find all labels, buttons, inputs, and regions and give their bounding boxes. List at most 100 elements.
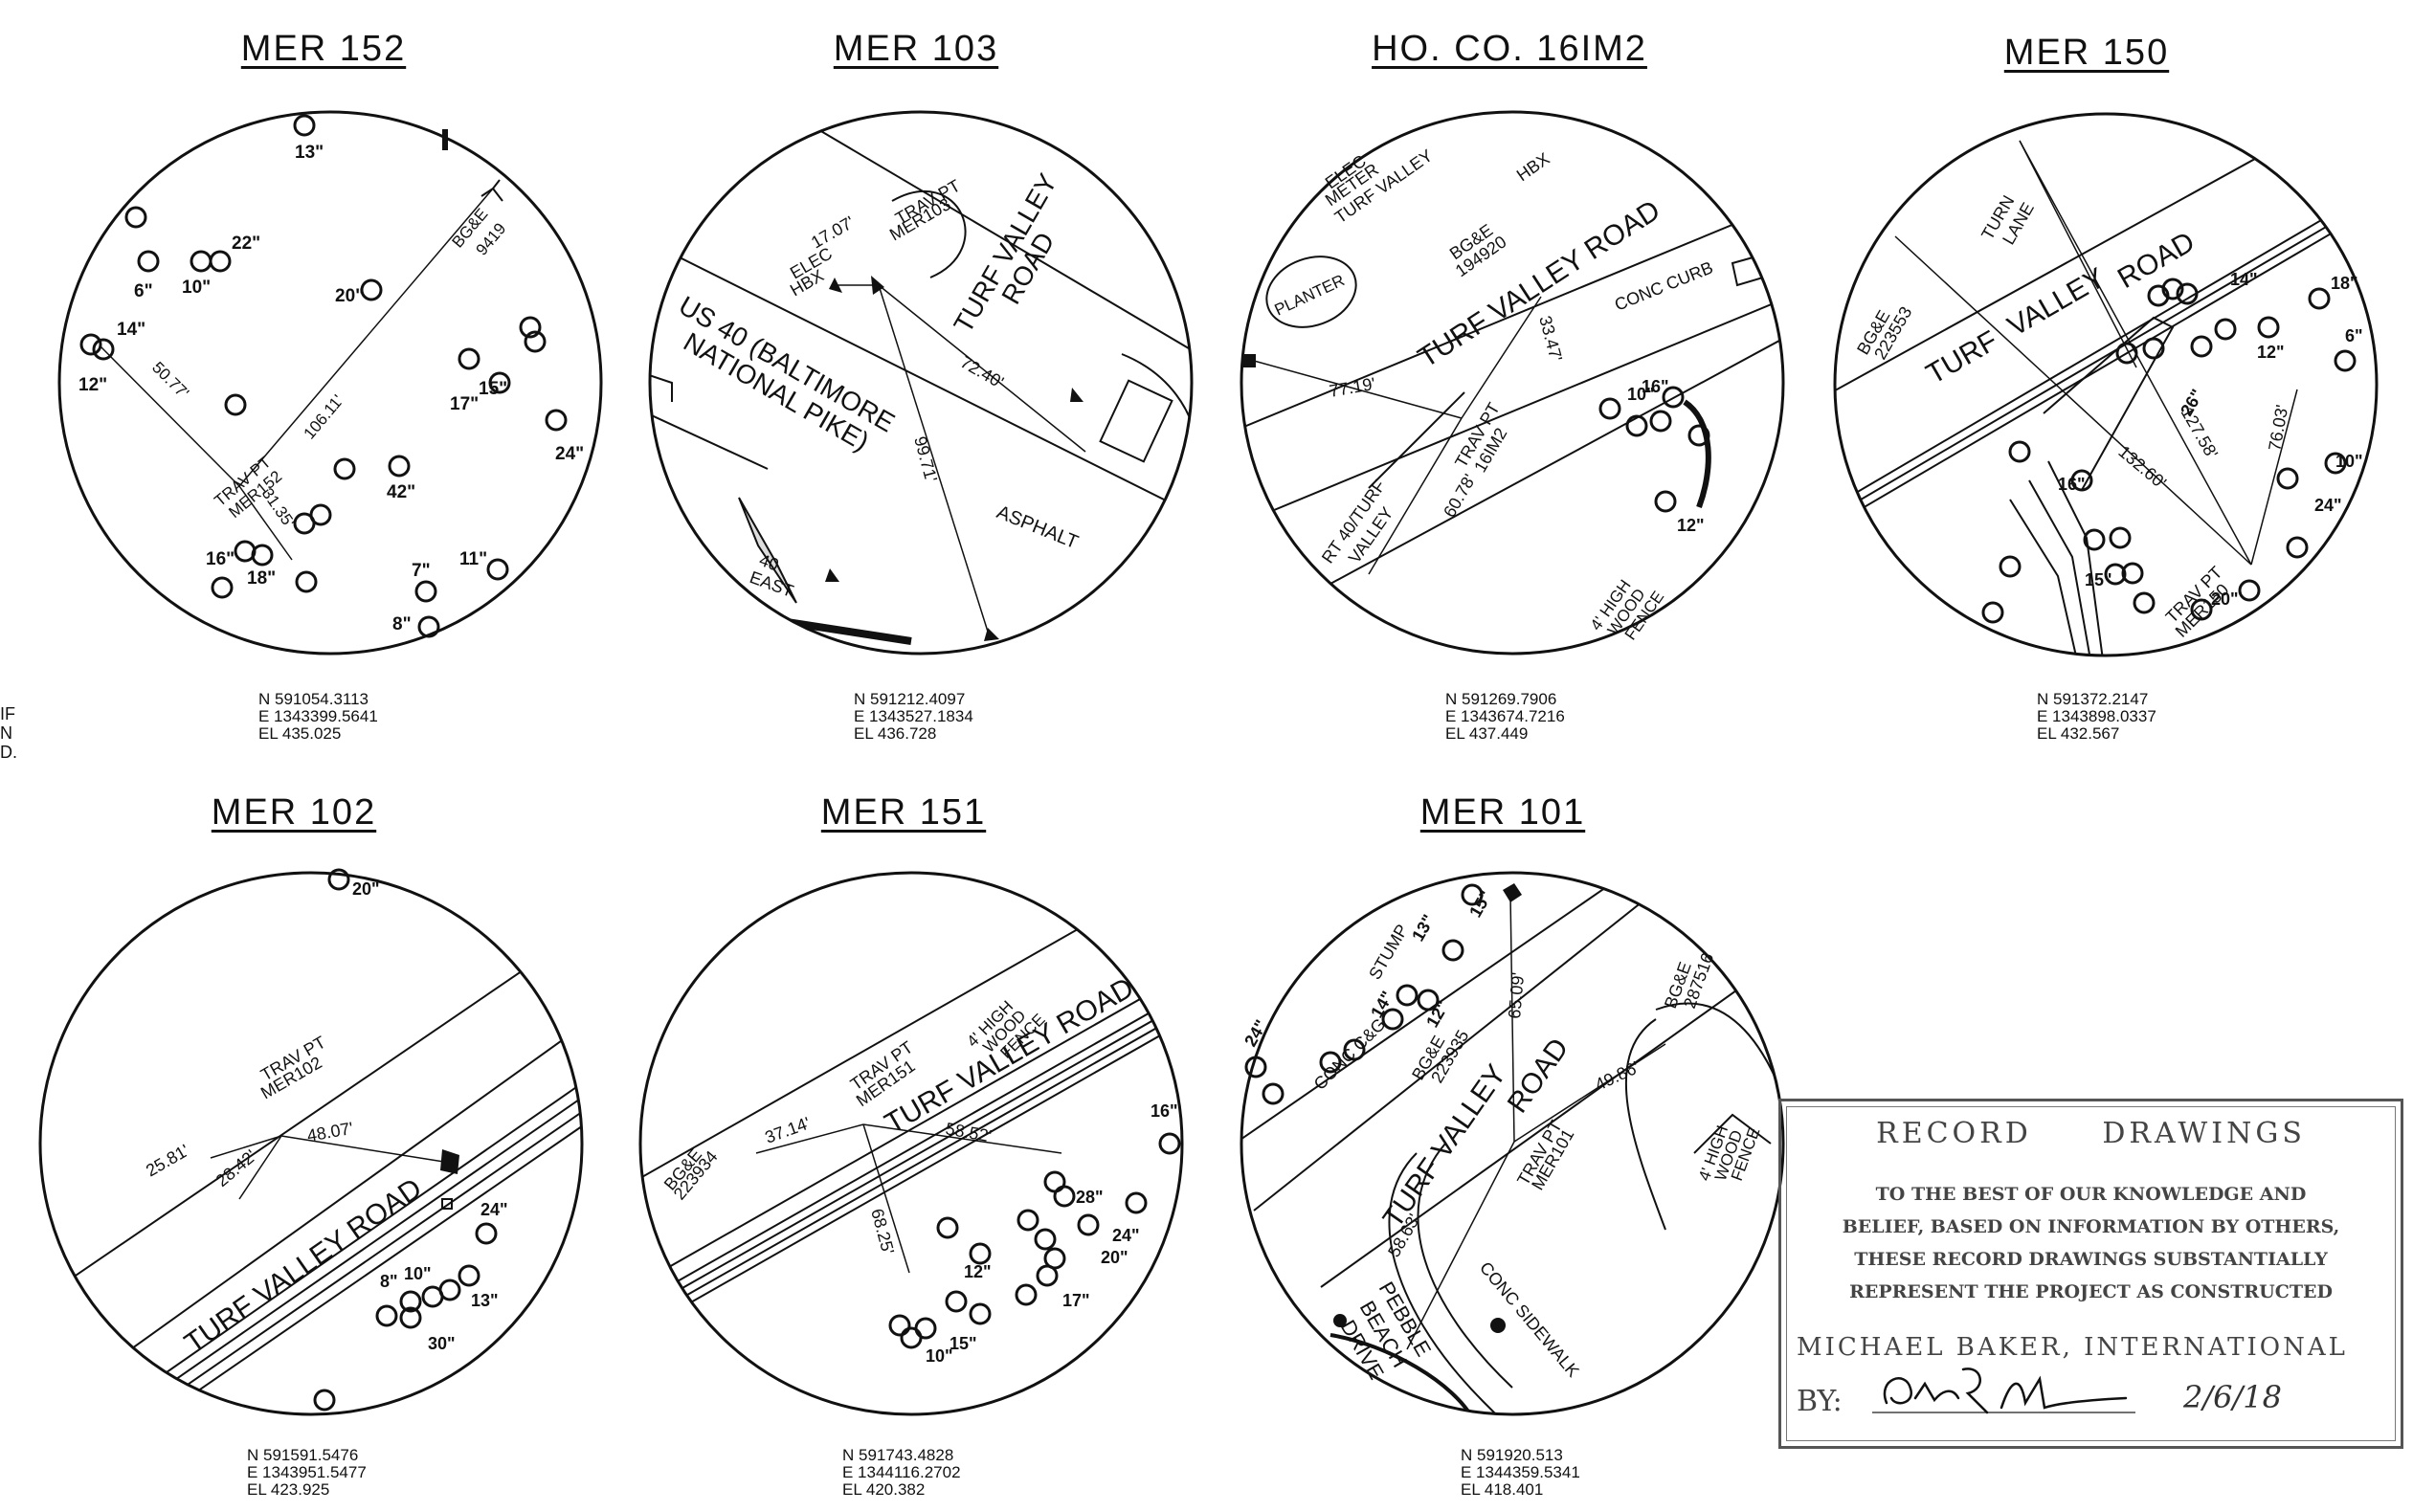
- tree-size-label: 20": [1101, 1248, 1128, 1267]
- tree-size-label: 24": [1112, 1226, 1140, 1245]
- panel-title-mer152: MER 152: [240, 29, 407, 69]
- panel-title-mer102: MER 102: [211, 792, 377, 833]
- tree-size-label: 7": [412, 561, 431, 581]
- tree-size-label: 12": [78, 375, 107, 395]
- tree-size-label: 24": [2314, 496, 2342, 515]
- coords-hoco16im2: N 591269.7906 E 1343674.7216 EL 437.449: [1445, 691, 1565, 743]
- label-planter: PLANTER: [1272, 271, 1348, 319]
- tree-size-label: 13": [471, 1291, 499, 1310]
- edge-note-line: IF: [0, 704, 15, 723]
- label-street: TURF VALLEY ROAD: [1413, 194, 1666, 374]
- elevation: EL 432.567: [2037, 724, 2120, 743]
- label-distance: 68.25': [867, 1207, 898, 1256]
- elevation: EL 436.728: [854, 724, 937, 743]
- tree-size-label: 12": [964, 1262, 992, 1281]
- elevation: EL 437.449: [1445, 724, 1529, 743]
- tree-size-label: 18": [2331, 274, 2358, 293]
- northing: N 591372.2147: [2037, 690, 2149, 708]
- stamp-date: 2/6/18: [2183, 1379, 2282, 1415]
- tree-size-label: 24": [555, 444, 584, 464]
- stamp-title: RECORD DRAWINGS: [1876, 1117, 2306, 1150]
- elevation: EL 435.025: [258, 724, 342, 743]
- detail-circle-mer103: TRAV PT MER103 17.07' ELEC HBX TURF VALL…: [648, 110, 1194, 656]
- label-street: TURF VALLEY: [1377, 1059, 1512, 1234]
- stamp-statement-line: REPRESENT THE PROJECT AS CONSTRUCTED: [1849, 1281, 2333, 1302]
- label-curb: CONC CURB: [1612, 257, 1716, 314]
- tree-size-label: 28": [1076, 1188, 1104, 1207]
- label-distance: 60.78': [1440, 471, 1480, 521]
- label-street: VALLEY: [2002, 262, 2111, 343]
- stamp-firm-name: MICHAEL BAKER, INTERNATIONAL: [1797, 1333, 2348, 1362]
- stamp-statement-line: THESE RECORD DRAWINGS SUBSTANTIALLY: [1854, 1249, 2328, 1270]
- label-surface: ASPHALT: [994, 501, 1081, 553]
- tree-size-label: 15": [1465, 887, 1496, 921]
- tree-size-label: 10": [182, 278, 211, 298]
- label-distance: 50.77': [148, 358, 192, 402]
- tree-size-label: 11": [459, 549, 487, 569]
- label-distance: 106.11': [301, 391, 347, 443]
- northing: N 591920.513: [1461, 1446, 1563, 1464]
- panel-title-mer151: MER 151: [820, 792, 987, 833]
- tree-size-label: 20": [2211, 589, 2239, 609]
- label-hbx: HBX: [1513, 149, 1553, 186]
- label-distance: 77.19': [1328, 374, 1376, 401]
- handwritten-signature: [1872, 1367, 2135, 1414]
- coords-mer152: N 591054.3113 E 1343399.5641 EL 435.025: [258, 691, 378, 743]
- label-stump: STUMP: [1365, 921, 1412, 983]
- tree-size-label: 20": [352, 879, 380, 899]
- easting: E 1344116.2702: [842, 1463, 961, 1481]
- stamp-statement: TO THE BEST OF OUR KNOWLEDGE AND BELIEF,…: [1789, 1178, 2393, 1308]
- easting: E 1343898.0337: [2037, 707, 2156, 725]
- label-distance: 58.52': [944, 1119, 993, 1145]
- tree-size-label: 13": [1408, 911, 1439, 945]
- easting: E 1343951.5477: [247, 1463, 367, 1481]
- stamp-statement-line: TO THE BEST OF OUR KNOWLEDGE AND: [1875, 1184, 2307, 1205]
- panel-title-mer103: MER 103: [833, 29, 999, 69]
- northing: N 591591.5476: [247, 1446, 359, 1464]
- tree-size-label: 17": [1062, 1291, 1090, 1310]
- detail-circle-mer102: TRAV PT MER102 25.81' 28.42' 48.07' TURF…: [38, 868, 584, 1416]
- stamp-by-label: BY:: [1797, 1385, 1843, 1418]
- label-distance: 72.40': [957, 352, 1007, 392]
- coords-mer103: N 591212.4097 E 1343527.1834 EL 436.728: [854, 691, 973, 743]
- panel-title-mer150: MER 150: [2003, 33, 2170, 73]
- tree-size-label: 15": [479, 379, 507, 399]
- detail-circle-hoco16im2: ELEC METER TURF VALLEY HBX BG&E 194920 T…: [1240, 110, 1785, 656]
- northing: N 591054.3113: [258, 690, 369, 708]
- tree-size-label: 8": [392, 614, 412, 634]
- coords-mer102: N 591591.5476 E 1343951.5477 EL 423.925: [247, 1447, 367, 1499]
- tree-size-label: 12": [1677, 516, 1705, 535]
- tree-size-label: 16": [2058, 475, 2086, 494]
- tree-size-label: 30": [428, 1334, 456, 1353]
- tree-size-label: 14": [2230, 270, 2258, 289]
- coords-mer150: N 591372.2147 E 1343898.0337 EL 432.567: [2037, 691, 2156, 743]
- tree-size-label: 13": [295, 143, 324, 163]
- easting: E 1343399.5641: [258, 707, 378, 725]
- label-distance: 76.03': [2265, 403, 2291, 452]
- label-distance: 28.42': [212, 1146, 260, 1190]
- northing: N 591743.4828: [842, 1446, 954, 1464]
- tree-size-label: 6": [134, 281, 153, 301]
- edge-note-clipped: IF N D.: [0, 704, 29, 762]
- easting: E 1343527.1834: [854, 707, 973, 725]
- label-street: TURF VALLEY ROAD: [179, 1172, 428, 1360]
- elevation: EL 420.382: [842, 1480, 926, 1499]
- tree-size-label: 10": [2335, 452, 2363, 471]
- label-sidewalk: CONC SIDEWALK: [1476, 1258, 1583, 1381]
- label-curb: CONC C&G: [1310, 1014, 1390, 1094]
- label-distance: 99.71': [910, 434, 941, 484]
- label-street: TURF: [1921, 324, 2003, 390]
- tree-size-label: 14": [117, 320, 145, 340]
- stamp-inner-border: [1786, 1106, 2396, 1441]
- detail-circle-mer151: TRAV PT MER151 TURF VALLEY ROAD BG&E 223…: [638, 871, 1184, 1416]
- tree-size-label: 18": [247, 568, 276, 589]
- tree-size-label: 12": [1422, 997, 1453, 1031]
- edge-note-line: D.: [0, 743, 17, 762]
- label-distance: 17.07': [808, 212, 858, 253]
- label-distance: 37.14': [763, 1113, 813, 1146]
- label-distance: 132.60': [2114, 442, 2170, 493]
- easting: E 1343674.7216: [1445, 707, 1565, 725]
- tree-size-label: 16": [206, 549, 235, 569]
- tree-size-label: 8": [380, 1272, 398, 1291]
- easting: E 1344359.5341: [1461, 1463, 1580, 1481]
